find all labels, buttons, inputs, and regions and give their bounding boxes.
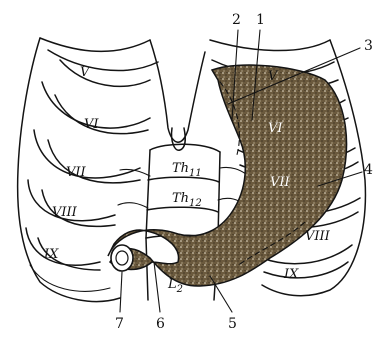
callout-6: 6: [156, 316, 165, 332]
right-label-vi: VI: [268, 121, 283, 136]
left-label-ix: IX: [43, 247, 59, 262]
left-label-viii: VIII: [52, 205, 78, 220]
label-th11: Th11: [172, 161, 202, 179]
duodenum-opening: [111, 245, 133, 271]
stomach-body: [108, 65, 347, 286]
left-label-v: V: [80, 65, 91, 80]
right-label-viii: VIII: [305, 229, 331, 244]
left-rib-v: [48, 50, 158, 71]
right-label-vii: VII: [270, 175, 291, 190]
sternum: [150, 40, 205, 150]
callout-2: 2: [232, 12, 241, 28]
left-label-vii: VII: [66, 165, 87, 180]
left-rib-vii: [34, 130, 140, 178]
stomach: [108, 65, 347, 286]
callout-7: 7: [115, 316, 124, 332]
label-th12: Th12: [172, 191, 202, 209]
left-label-vi: VI: [84, 117, 99, 132]
callout-4: 4: [364, 162, 373, 178]
callout-3: 3: [364, 38, 373, 54]
callout-5: 5: [228, 316, 237, 332]
left-rib-ix: [26, 228, 100, 265]
right-label-v: V: [268, 69, 279, 84]
callout-1: 1: [256, 12, 265, 28]
right-label-ix: IX: [283, 267, 299, 282]
